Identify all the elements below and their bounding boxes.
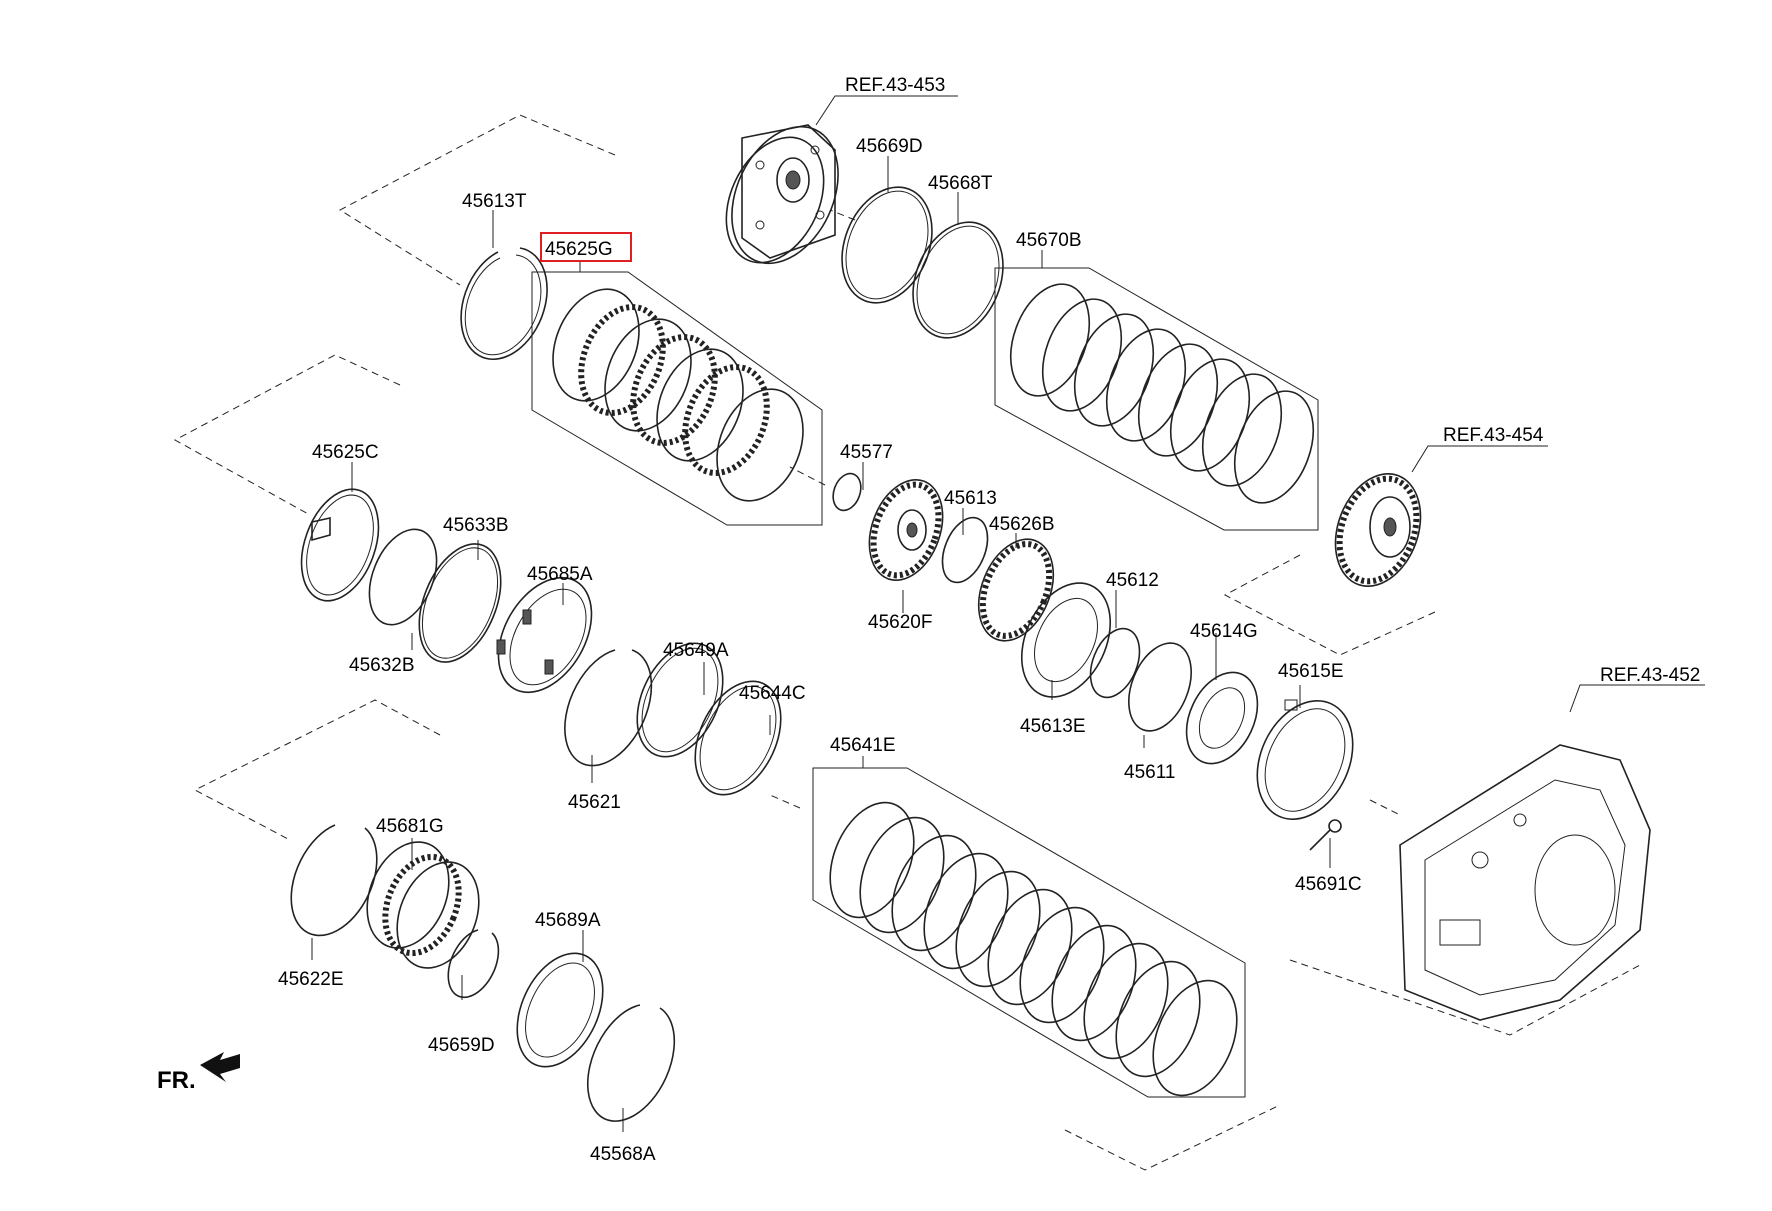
label-45689A[interactable]: 45689A: [535, 910, 601, 931]
label-45641E[interactable]: 45641E: [830, 735, 896, 756]
ring-45613: [941, 516, 989, 584]
label-45577[interactable]: 45577: [840, 442, 893, 463]
retainer-45615E: [1256, 699, 1354, 820]
label-45625C[interactable]: 45625C: [312, 442, 379, 463]
ring-45669D: [841, 186, 933, 304]
label-45568A[interactable]: 45568A: [590, 1144, 656, 1165]
label-45649A[interactable]: 45649A: [663, 640, 729, 661]
label-45670B[interactable]: 45670B: [1016, 230, 1082, 251]
drum-45681G: [366, 841, 480, 969]
front-direction-arrow-icon: [200, 1052, 240, 1082]
snap-ring-45621: [564, 649, 653, 767]
part-45685A: [496, 576, 593, 694]
label-45681G[interactable]: 45681G: [376, 816, 444, 837]
label-45613T[interactable]: 45613T: [462, 191, 527, 212]
label-45691C[interactable]: 45691C: [1295, 874, 1362, 895]
label-45620F[interactable]: 45620F: [868, 612, 932, 633]
ring-45668T: [912, 221, 1004, 339]
label-45621[interactable]: 45621: [568, 792, 621, 813]
front-label: FR.: [157, 1067, 196, 1094]
ring-45577: [832, 472, 862, 512]
group-box-45641E: [812, 767, 1246, 1098]
piston-45613E: [1020, 582, 1112, 698]
label-45685A[interactable]: 45685A: [527, 564, 593, 585]
label-45626B[interactable]: 45626B: [989, 514, 1055, 535]
clutch-pack-45670B: [1009, 283, 1315, 504]
part-45689A: [516, 952, 604, 1068]
bolt-45691C: [1309, 819, 1342, 851]
phantom-lines: [173, 114, 1641, 1171]
label-45612[interactable]: 45612: [1106, 570, 1159, 591]
ring-45611: [1128, 642, 1192, 732]
label-ref-43-452[interactable]: REF.43-452: [1600, 665, 1700, 686]
label-45669D[interactable]: 45669D: [856, 136, 923, 157]
snap-ring-45613T: [460, 247, 548, 361]
label-45632B[interactable]: 45632B: [349, 655, 415, 676]
ref-43-454-gear: [1334, 473, 1422, 587]
plate-45649A: [636, 642, 724, 758]
ring-45633B: [418, 543, 502, 663]
highlight-box-45625G: [540, 232, 632, 262]
label-45625G[interactable]: 45625G: [545, 239, 613, 260]
label-45622E[interactable]: 45622E: [278, 969, 344, 990]
clutch-pack-45625G: [552, 288, 804, 502]
part-45614G: [1185, 671, 1259, 765]
label-ref-43-453[interactable]: REF.43-453: [845, 75, 945, 96]
clutch-pack-45641E: [829, 801, 1238, 1097]
label-45613[interactable]: 45613: [944, 488, 997, 509]
ref-43-452-case: [1399, 744, 1651, 1021]
plate-45644C: [694, 680, 782, 796]
group-box-45670B: [994, 267, 1319, 531]
ref-43-453-housing: [725, 124, 839, 265]
label-45633B[interactable]: 45633B: [443, 515, 509, 536]
label-45659D[interactable]: 45659D: [428, 1035, 495, 1056]
ring-45612: [1089, 627, 1141, 699]
snap-ring-45622E: [290, 824, 378, 937]
part-labels: REF.43-453 45669D 45668T 45613T 45625G 4…: [157, 75, 1700, 1165]
group-box-45625G: [531, 271, 823, 526]
label-45611[interactable]: 45611: [1124, 762, 1175, 783]
snap-ring-45659D: [447, 929, 500, 998]
snap-ring-45568A: [586, 1004, 676, 1122]
label-45644C[interactable]: 45644C: [739, 683, 806, 704]
part-45625C: [300, 488, 380, 602]
label-45615E[interactable]: 45615E: [1278, 661, 1344, 682]
label-45668T[interactable]: 45668T: [928, 173, 993, 194]
label-45613E[interactable]: 45613E: [1020, 716, 1086, 737]
hub-45620F: [868, 478, 944, 582]
label-ref-43-454[interactable]: REF.43-454: [1443, 425, 1544, 446]
label-45614G[interactable]: 45614G: [1190, 621, 1258, 642]
